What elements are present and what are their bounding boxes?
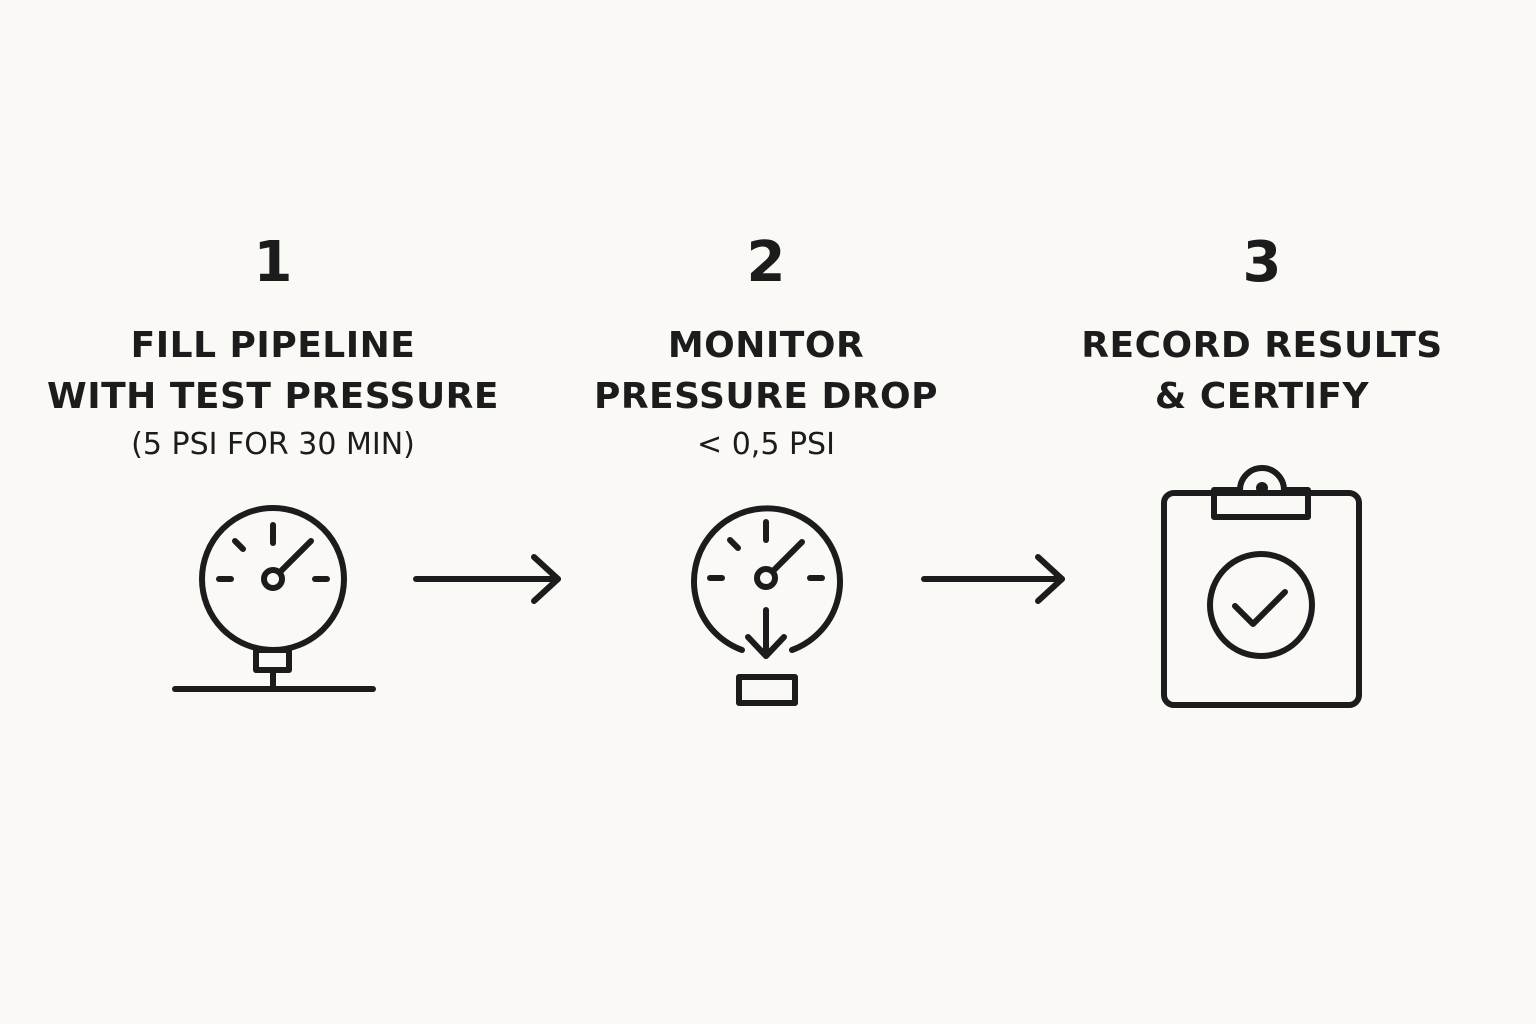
- pressure-gauge-icon: [172, 505, 376, 692]
- step-title-line: WITH TEST PRESSURE: [47, 376, 499, 417]
- step-title-line: & CERTIFY: [1154, 376, 1370, 417]
- arrow-right-icon: [413, 554, 561, 604]
- step-title: MONITOR PRESSURE DROP: [526, 320, 1006, 422]
- step-title-line: MONITOR: [667, 325, 865, 366]
- step-number: 2: [746, 230, 786, 295]
- step-title-line: RECORD RESULTS: [1081, 325, 1443, 366]
- step-title-line: PRESSURE DROP: [593, 376, 939, 417]
- arrow-right-icon: [921, 554, 1065, 604]
- step-subtitle: < 0,5 PSI: [697, 427, 835, 462]
- gauge-pressure-drop-icon: [691, 505, 843, 706]
- step-subtitle: (5 PSI FOR 30 MIN): [131, 427, 415, 462]
- step-number: 3: [1242, 230, 1282, 295]
- step-number: 1: [253, 230, 293, 295]
- step-title: RECORD RESULTS & CERTIFY: [1022, 320, 1502, 422]
- step-title-line: FILL PIPELINE: [130, 325, 416, 366]
- clipboard-check-icon: [1161, 465, 1362, 708]
- step-title: FILL PIPELINE WITH TEST PRESSURE: [33, 320, 513, 422]
